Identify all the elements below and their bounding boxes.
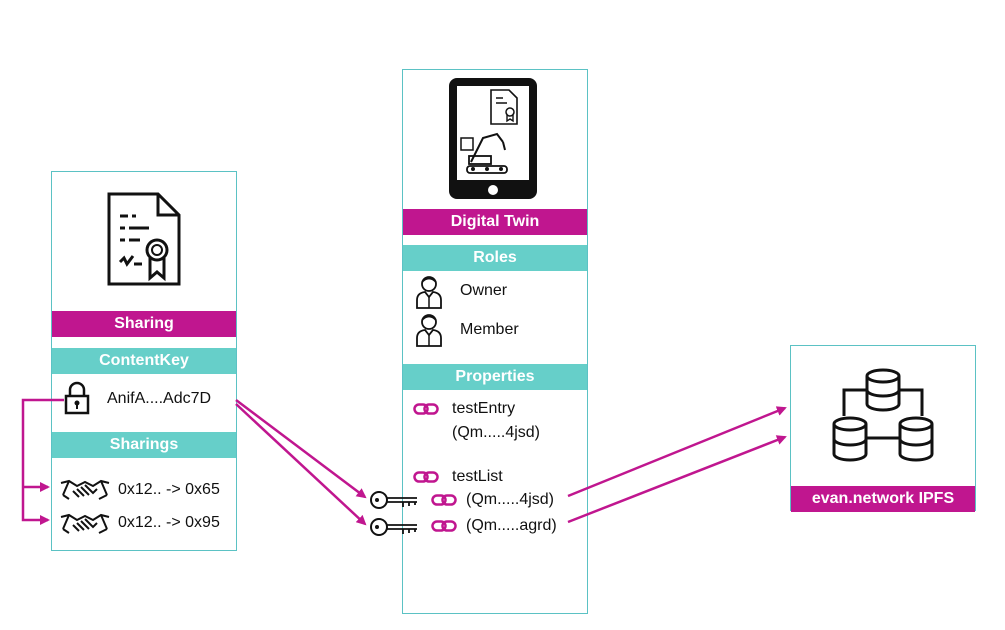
sharing-entry: 0x12.. -> 0x65: [118, 481, 220, 498]
property-hash: (Qm.....4jsd): [452, 424, 541, 441]
sharing-panel: Sharing ContentKey AnifA....Adc7D Sharin…: [51, 171, 237, 551]
key-arrow: [235, 403, 367, 526]
key-icon: [370, 491, 417, 509]
list-item-hash: (Qm.....agrd): [466, 517, 557, 534]
person-icon: [416, 314, 442, 347]
digital-twin-title: Digital Twin: [403, 209, 587, 235]
ipfs-title: evan.network IPFS: [791, 486, 975, 512]
content-key-header: ContentKey: [52, 348, 236, 374]
property-name: testEntry: [452, 400, 516, 417]
certificate-document-icon: [107, 192, 181, 286]
handshake-icon: [60, 479, 110, 500]
link-icon: [413, 471, 439, 483]
link-icon: [431, 520, 457, 532]
role-member: Member: [460, 321, 519, 338]
link-icon: [431, 494, 457, 506]
key-icon: [370, 518, 417, 536]
ipfs-arrow: [567, 435, 787, 524]
roles-header: Roles: [403, 245, 587, 271]
list-item-hash: (Qm.....4jsd): [466, 491, 555, 508]
content-key-value: AnifA....Adc7D: [107, 390, 212, 407]
role-owner: Owner: [460, 282, 508, 299]
ipfs-panel: evan.network IPFS: [790, 345, 976, 512]
ipfs-arrow: [567, 406, 787, 498]
sharings-header: Sharings: [52, 432, 236, 458]
tablet-icon: [449, 78, 537, 199]
person-icon: [416, 276, 442, 309]
digital-twin-panel: Digital Twin Roles Owner Member Properti…: [402, 69, 588, 614]
link-icon: [413, 403, 439, 415]
properties-header: Properties: [403, 364, 587, 390]
sharing-entry: 0x12.. -> 0x95: [118, 514, 220, 531]
database-network-icon: [832, 368, 934, 462]
sharing-title: Sharing: [52, 311, 236, 337]
property-name: testList: [452, 468, 503, 485]
key-arrow: [235, 399, 367, 499]
handshake-icon: [60, 513, 110, 534]
lock-icon: [64, 381, 90, 415]
